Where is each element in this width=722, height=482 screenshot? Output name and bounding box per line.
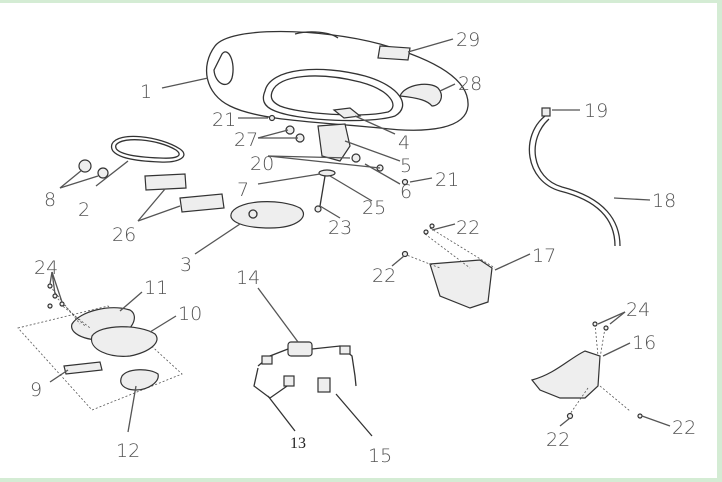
callout-16: 16 <box>632 332 656 354</box>
part-29-label-sticker <box>377 45 411 61</box>
callout-27: 27 <box>234 129 258 151</box>
callout-8: 8 <box>44 189 56 211</box>
part-fuel-pump-assembly <box>17 283 183 411</box>
callout-4: 4 <box>398 132 410 154</box>
callout-20: 20 <box>250 153 274 175</box>
callout-12: 12 <box>116 440 140 462</box>
callout-21b: 21 <box>435 169 459 191</box>
callout-22a: 22 <box>456 217 480 239</box>
callout-15: 15 <box>368 445 392 467</box>
part-fuel-tank <box>205 30 469 131</box>
callout-14: 14 <box>236 267 260 289</box>
callout-13: 13 <box>290 435 306 452</box>
parts-diagram-svg: 1 29 28 21 4 5 6 21 27 20 7 25 23 <box>17 29 696 467</box>
callout-7: 7 <box>237 179 249 201</box>
part-21-bolt <box>268 114 276 122</box>
callout-26: 26 <box>112 224 136 246</box>
callout-29: 29 <box>456 29 480 51</box>
callout-22c: 22 <box>546 429 570 451</box>
callout-6: 6 <box>400 181 412 203</box>
part-2-gasket <box>110 135 185 163</box>
callout-1: 1 <box>140 81 152 103</box>
part-8-grommet <box>78 159 92 173</box>
callout-22d: 22 <box>672 417 696 439</box>
callout-28: 28 <box>458 73 482 95</box>
callout-11: 11 <box>144 277 168 299</box>
callout-23: 23 <box>328 217 352 239</box>
part-28-cover <box>399 83 442 107</box>
part-3-emblem <box>230 201 305 229</box>
part-mount-bracket <box>285 107 409 186</box>
part-fuel-valve <box>314 169 336 213</box>
callout-19: 19 <box>584 100 608 122</box>
callout-22b: 22 <box>372 265 396 287</box>
callout-24a: 24 <box>34 257 58 279</box>
callout-2: 2 <box>78 199 90 221</box>
callout-5: 5 <box>400 155 412 177</box>
callout-24b: 24 <box>626 299 650 321</box>
part-26-decal <box>144 173 187 191</box>
part-16-cover <box>530 321 643 420</box>
exploded-parts-diagram: 1 29 28 21 4 5 6 21 27 20 7 25 23 <box>0 3 717 478</box>
callout-21: 21 <box>212 109 236 131</box>
part-fuel-hose <box>528 107 621 247</box>
part-17-side-cover <box>401 223 496 309</box>
callout-25: 25 <box>362 197 386 219</box>
callout-3: 3 <box>180 254 192 276</box>
callout-17: 17 <box>532 245 556 267</box>
callout-9: 9 <box>30 379 42 401</box>
callout-10: 10 <box>178 303 202 325</box>
part-fuel-filter-hoses <box>253 341 357 399</box>
callout-18: 18 <box>652 190 676 212</box>
